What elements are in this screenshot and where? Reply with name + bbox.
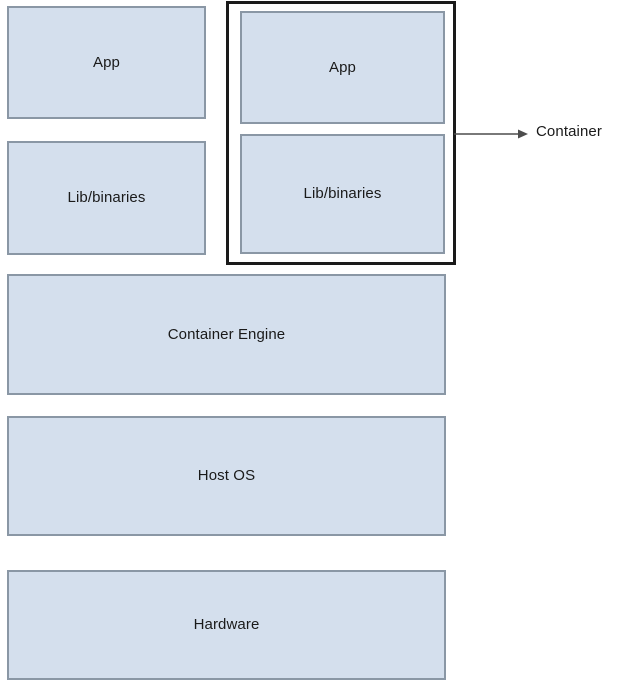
hardware-box: Hardware bbox=[7, 570, 446, 680]
container-engine-label: Container Engine bbox=[167, 325, 286, 343]
left-app-box: App bbox=[7, 6, 206, 119]
hardware-label: Hardware bbox=[193, 616, 260, 633]
container-callout-label: Container bbox=[536, 123, 602, 140]
left-lib-binaries-label: Lib/binaries bbox=[67, 189, 146, 206]
container-lib-binaries-box: Lib/binaries bbox=[240, 134, 445, 254]
left-lib-binaries-box: Lib/binaries bbox=[7, 141, 206, 255]
left-app-label: App bbox=[93, 53, 120, 71]
container-outline: App Lib/binaries bbox=[226, 1, 456, 265]
container-lib-binaries-label: Lib/binaries bbox=[303, 185, 382, 202]
host-os-box: Host OS bbox=[7, 416, 446, 536]
host-os-label: Host OS bbox=[197, 467, 256, 484]
container-app-box: App bbox=[240, 11, 445, 124]
container-app-label: App bbox=[329, 58, 356, 76]
arrow-right-icon bbox=[454, 129, 528, 139]
container-engine-box: Container Engine bbox=[7, 274, 446, 395]
